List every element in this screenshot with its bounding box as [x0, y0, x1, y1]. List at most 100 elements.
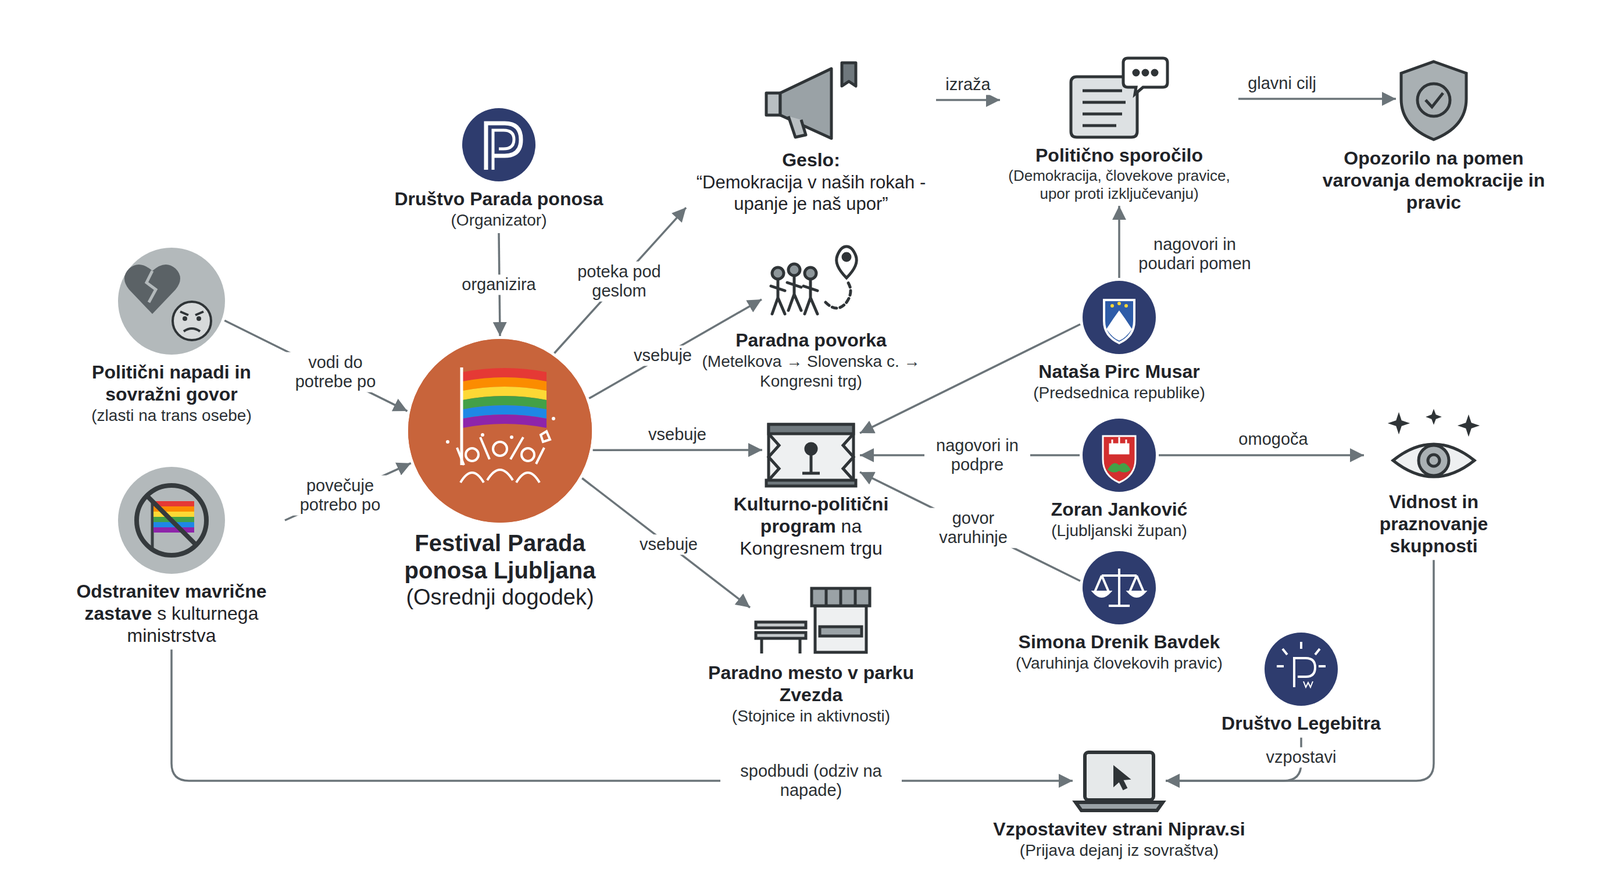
message-scroll-icon — [1070, 58, 1168, 138]
node-title: Geslo: — [688, 149, 934, 172]
connector-arrow — [554, 207, 687, 353]
megaphone-icon — [766, 62, 856, 139]
edge-label: izraža — [941, 74, 994, 95]
node-text: Geslo:“Demokracija v naših rokah - upanj… — [688, 149, 934, 215]
node-title: Vidnost in praznovanje skupnosti — [1366, 491, 1501, 557]
edge-label: vzpostavi — [1262, 747, 1341, 768]
node-subtitle: “Demokracija v naših rokah - upanje je n… — [688, 171, 934, 215]
city-crest — [1082, 418, 1156, 492]
diagram-node: Opozorilo na pomen varovanja demokracije… — [1398, 59, 1469, 141]
shield-icon — [1401, 61, 1467, 140]
scales-emblem — [1082, 551, 1156, 625]
edge-label: glavni cilj — [1244, 73, 1320, 94]
node-text: Zoran Janković(Ljubljanski župan) — [1002, 498, 1236, 541]
node-text: Kulturno-politični programna Kongresnem … — [706, 493, 916, 560]
edge-label: nagovori in podpre — [924, 435, 1031, 476]
node-title: Politični napadi in sovražni govor — [55, 361, 288, 406]
node-text: Paradno mesto v parku Zvezda(Stojnice in… — [700, 662, 922, 727]
node-text: Društvo Legebitra — [1196, 712, 1406, 735]
connector-arrow — [936, 98, 1000, 102]
legebitra-logo — [1264, 632, 1338, 706]
node-title: Politično sporočilo — [1002, 144, 1236, 167]
diagram-node: Geslo:“Demokracija v naših rokah - upanj… — [688, 61, 934, 215]
organizer-logo — [462, 108, 536, 182]
node-subtitle: (zlasti na trans osebe) — [55, 405, 288, 426]
diagram-node: Kulturno-politični programna Kongresnem … — [765, 415, 857, 487]
node-text: Politično sporočilo(Demokracija, človeko… — [1002, 144, 1236, 203]
diagram-node: Paradna povorka(Metelkova → Slovenska c.… — [764, 244, 858, 323]
icon-space — [1366, 409, 1501, 485]
diagram-node: Politični napadi in sovražni govor(zlast… — [118, 247, 225, 355]
diagram-node: Festival Parada ponosa Ljubljana(Osrednj… — [408, 338, 592, 523]
icon-space — [61, 466, 282, 574]
node-title: Opozorilo na pomen varovanja demokracije… — [1308, 147, 1559, 214]
connector-arrow — [1238, 97, 1396, 100]
attack-icon — [118, 247, 225, 355]
node-title: Festival Parada ponosa Ljubljana — [377, 529, 623, 585]
diagram-node: Nataša Pirc Musar(Predsednica republike) — [1082, 280, 1156, 355]
president-emblem — [1082, 280, 1156, 355]
icon-space — [688, 61, 934, 143]
node-title: Nataša Pirc Musar — [1002, 361, 1236, 384]
node-text: Nataša Pirc Musar(Predsednica republike) — [1002, 361, 1236, 403]
edge-label: govor varuhinje — [917, 508, 1030, 549]
eye-icon — [1389, 410, 1478, 477]
edge-label: povečuje potrebo po — [287, 475, 394, 516]
diagram-node: Simona Drenik Bavdek(Varuhinja človekovi… — [1082, 551, 1156, 625]
node-text: Paradna povorka(Metelkova → Slovenska c.… — [694, 329, 928, 392]
flag-ban-icon — [118, 466, 225, 574]
edge-label: vsebuje — [630, 345, 696, 366]
diagram-node: Vzpostavitev strani Niprav.si(Prijava de… — [1075, 750, 1163, 812]
node-subtitle: (Stojnice in aktivnosti) — [700, 706, 922, 727]
diagram-node: Vidnost in praznovanje skupnosti — [1366, 409, 1501, 557]
connector-arrow — [581, 478, 750, 609]
node-text: Vzpostavitev strani Niprav.si(Prijava de… — [956, 818, 1282, 861]
stall-icon — [755, 588, 870, 654]
edge-label: organizira — [458, 274, 539, 295]
diagram-node: Zoran Janković(Ljubljanski župan) — [1082, 418, 1156, 492]
node-title: Vzpostavitev strani Niprav.si — [956, 818, 1282, 841]
parade-walkers-icon — [770, 246, 857, 314]
diagram-node: Društvo Parada ponosa(Organizator) — [370, 108, 627, 231]
connector-arrow — [859, 472, 1081, 581]
node-subtitle: (Predsednica republike) — [1002, 383, 1236, 403]
circle-outline — [408, 338, 592, 523]
diagram-node: Politično sporočilo(Demokracija, človeko… — [1002, 56, 1236, 203]
node-subtitle: (Ljubljanski župan) — [1002, 520, 1236, 541]
circle-shape — [408, 339, 592, 523]
connector-arrow — [224, 320, 407, 412]
edge-label: omogoča — [1234, 429, 1312, 450]
node-title: Simona Drenik Bavdek — [985, 631, 1253, 654]
node-text: Simona Drenik Bavdek(Varuhinja človekovi… — [985, 631, 1253, 674]
connector-arrow — [593, 448, 763, 452]
node-text: Politični napadi in sovražni govor(zlast… — [55, 361, 288, 426]
node-subtitle: (Demokracija, človekove pravice, upor pr… — [1002, 166, 1236, 203]
edge-label: spodbudi (odziv na napade) — [720, 761, 902, 802]
connector-arrow — [1118, 205, 1121, 278]
node-subtitle: (Organizator) — [370, 210, 627, 231]
node-subtitle: (Prijava dejanj iz sovraštva) — [956, 840, 1282, 861]
node-text: Opozorilo na pomen varovanja demokracije… — [1308, 147, 1559, 214]
node-subtitle: (Varuhinja človekovih pravic) — [985, 653, 1253, 674]
node-text: Odstranitev mavrične zastaves kulturnega… — [61, 580, 282, 647]
edge-label: nagovori in poudari pomen — [1127, 234, 1263, 275]
icon-space — [370, 108, 627, 182]
node-subtitle: (Metelkova → Slovenska c. → Kongresni tr… — [694, 351, 928, 392]
edge-label: poteka pod geslom — [566, 261, 673, 302]
connector-arrow — [171, 649, 1073, 781]
node-text: Vidnost in praznovanje skupnosti — [1366, 491, 1501, 557]
node-title: Kulturno-politični program — [733, 493, 889, 537]
diagram-node: Odstranitev mavrične zastaves kulturnega… — [61, 466, 282, 647]
node-title: Društvo Parada ponosa — [370, 188, 627, 211]
edge-label: vsebuje — [636, 534, 702, 555]
node-text: Društvo Parada ponosa(Organizator) — [370, 188, 627, 231]
edge-label: vsebuje — [644, 424, 710, 445]
node-title: Paradno mesto v parku Zvezda — [700, 662, 922, 707]
connector-arrow — [284, 463, 412, 521]
icon-space — [1196, 632, 1406, 706]
node-text: Festival Parada ponosa Ljubljana(Osrednj… — [377, 529, 623, 612]
edge-label: vodi do potrebe po — [282, 352, 389, 393]
